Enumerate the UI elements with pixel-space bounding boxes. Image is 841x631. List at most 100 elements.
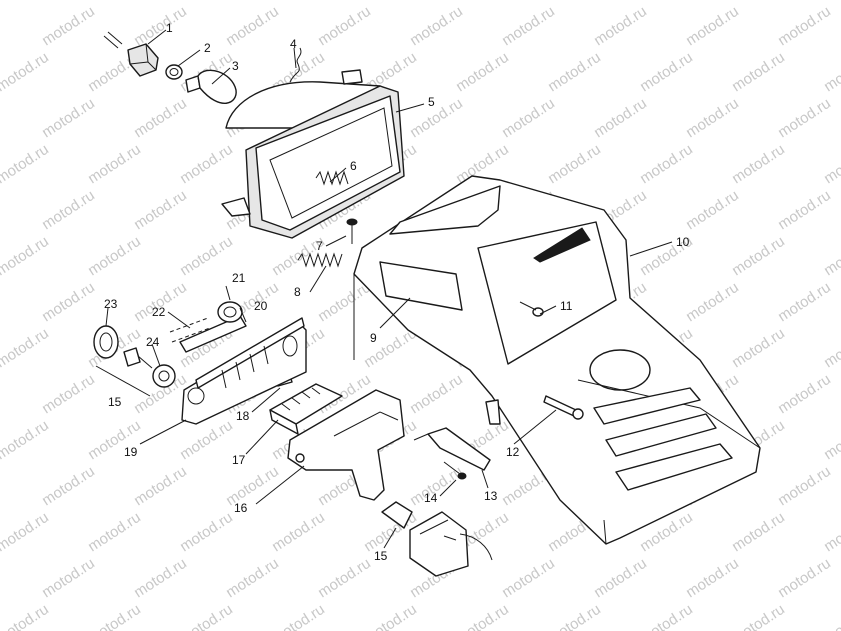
watermark-text: motod.ru (39, 463, 98, 510)
watermark-text: motod.ru (0, 417, 52, 464)
callout-13: 13 (484, 489, 498, 503)
callout-3: 3 (232, 59, 239, 73)
watermark-text: motod.ru (223, 555, 282, 602)
callout-1: 1 (166, 21, 173, 35)
watermark-text: motod.ru (637, 0, 696, 3)
part-spring-upper (315, 170, 349, 186)
watermark-text: motod.ru (0, 0, 52, 3)
part-spring-lower (297, 252, 343, 268)
watermark-text: motod.ru (0, 601, 52, 631)
watermark-text: motod.ru (775, 279, 834, 326)
callout-5: 5 (428, 95, 435, 109)
callout-2: 2 (204, 41, 211, 55)
callout-14: 14 (424, 491, 438, 505)
callout-22: 22 (152, 305, 166, 319)
part-key-ring (93, 325, 119, 359)
watermark-text: motod.ru (453, 49, 512, 96)
watermark-text: motod.ru (821, 417, 841, 464)
watermark-text: motod.ru (683, 279, 742, 326)
watermark-text: motod.ru (683, 187, 742, 234)
callout-12: 12 (506, 445, 520, 459)
watermark-text: motod.ru (39, 187, 98, 234)
callout-17: 17 (232, 453, 246, 467)
callout-15-lower: 15 (374, 549, 388, 563)
watermark-text: motod.ru (39, 3, 98, 50)
callout-8: 8 (294, 285, 301, 299)
part-hood-console (353, 175, 761, 545)
callout-labels: 1 2 3 4 5 6 7 8 9 10 11 12 13 14 15 16 1… (104, 21, 690, 563)
callout-21: 21 (232, 271, 246, 285)
part-socket-ring (165, 64, 183, 80)
watermark-text: motod.ru (637, 601, 696, 631)
watermark-text: motod.ru (0, 49, 52, 96)
leader-lines (95, 29, 673, 549)
watermark-text: motod.ru (729, 325, 788, 372)
part-switch-panel (181, 317, 307, 425)
part-socket-connector (103, 31, 159, 77)
watermark-text: motod.ru (85, 141, 144, 188)
watermark-text: motod.ru (775, 187, 834, 234)
watermark-text: motod.ru (499, 95, 558, 142)
watermark-text: motod.ru (729, 233, 788, 280)
watermark-text: motod.ru (407, 3, 466, 50)
watermark-text: motod.ru (775, 371, 834, 418)
watermark-text: motod.ru (223, 3, 282, 50)
watermark-text: motod.ru (821, 141, 841, 188)
callout-4: 4 (290, 37, 297, 51)
part-bolt-12 (543, 395, 584, 420)
callout-18: 18 (236, 409, 250, 423)
watermark-text: motod.ru (131, 463, 190, 510)
watermark-text: motod.ru (591, 95, 650, 142)
watermark-text: motod.ru (499, 555, 558, 602)
watermark-text: motod.ru (361, 0, 420, 3)
watermark-text: motod.ru (637, 141, 696, 188)
watermark-text: motod.ru (591, 555, 650, 602)
watermark-text: motod.ru (729, 601, 788, 631)
watermark-text: motod.ru (85, 509, 144, 556)
watermark-text: motod.ru (177, 0, 236, 3)
watermark-text: motod.ru (775, 3, 834, 50)
watermark-text: motod.ru (683, 3, 742, 50)
callout-15-upper: 15 (108, 395, 122, 409)
part-connector-plug (413, 427, 491, 471)
watermark-text: motod.ru (729, 509, 788, 556)
callout-7: 7 (316, 239, 323, 253)
watermark-text: motod.ru (545, 601, 604, 631)
watermark-text: motod.ru (85, 601, 144, 631)
watermark-text: motod.ru (315, 3, 374, 50)
watermark-text: motod.ru (177, 417, 236, 464)
watermark-text: motod.ru (821, 325, 841, 372)
watermark-text: motod.ru (499, 3, 558, 50)
watermark-text: motod.ru (729, 0, 788, 3)
watermark-text: motod.ru (177, 141, 236, 188)
part-switch-bracket (287, 389, 405, 501)
watermark-text: motod.ru (131, 3, 190, 50)
watermark-text: motod.ru (39, 95, 98, 142)
watermark-text: motod.ru (131, 187, 190, 234)
watermark-text: motod.ru (545, 0, 604, 3)
watermark-text: motod.ru (39, 555, 98, 602)
callout-19: 19 (124, 445, 138, 459)
watermark-text: motod.ru (269, 601, 328, 631)
callout-16: 16 (234, 501, 248, 515)
watermark-text: motod.ru (407, 95, 466, 142)
part-switch-block (269, 383, 343, 435)
watermark-text: motod.ru (637, 49, 696, 96)
watermark-text: motod.ru (821, 49, 841, 96)
watermark-text: motod.ru (683, 95, 742, 142)
part-panel-plate (179, 315, 247, 353)
watermark-text: motod.ru (729, 141, 788, 188)
watermark-text: motod.ru (683, 555, 742, 602)
part-ignition-key (123, 347, 176, 388)
watermark-text: motod.ru (545, 49, 604, 96)
watermark-text: motod.ru (269, 0, 328, 3)
watermark-text: motod.ru (545, 141, 604, 188)
watermark-text: motod.ru (821, 509, 841, 556)
watermark-text: motod.ru (315, 555, 374, 602)
callout-24: 24 (146, 335, 160, 349)
watermark-text: motod.ru (407, 371, 466, 418)
watermark-text: motod.ru (131, 95, 190, 142)
callout-11: 11 (560, 299, 573, 313)
watermark-text: motod.ru (131, 555, 190, 602)
